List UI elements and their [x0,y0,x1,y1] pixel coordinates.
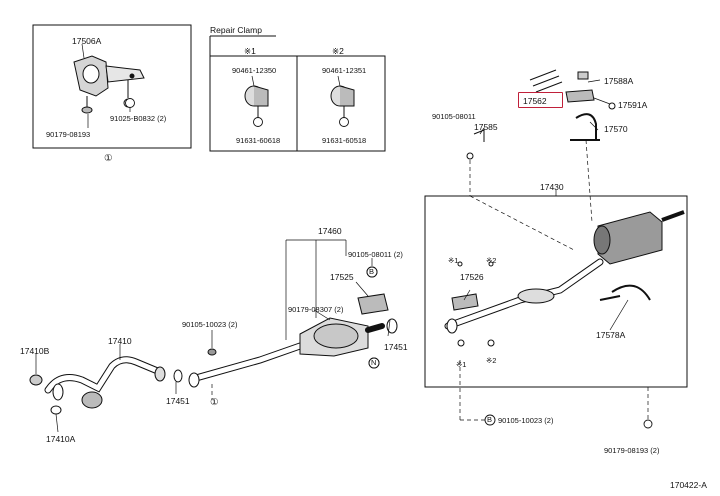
inset-box [32,24,192,149]
part-label-90105-10023-rear: 90105-10023 (2) [498,416,554,425]
part-label-17410a: 17410A [46,434,76,444]
repair-clamp-title: Repair Clamp [210,25,262,35]
part-label-17585: 17585 [474,122,498,132]
hanger-parts-17570 [466,69,616,160]
part-label-17562: 17562 [523,96,547,106]
repair-clamp-col2: ※2 [332,46,344,56]
front-pipe-17410 [29,356,183,415]
part-highlight-17562[interactable] [518,92,563,108]
part-label-17430: 17430 [540,182,564,192]
front-ref-1: ① [210,397,219,408]
part-label-17525: 17525 [330,272,354,282]
mark-n-center: N [371,358,377,367]
part-label-17410b: 17410B [20,346,50,356]
mark-b-rear: B [487,415,493,424]
part-label-91631-60518: 91631-60518 [322,136,367,145]
repair-clamp-col1: ※1 [244,46,256,56]
mark-s2b-rear: ※2 [486,356,497,365]
part-label-90105-08011-top: 90105-08011 [432,112,476,121]
part-label-90461-12350: 90461-12350 [232,66,277,75]
mark-s1b-rear: ※1 [456,360,467,369]
part-label-90179-08193: 90179-08193 [46,130,91,139]
part-label-17451-center: 17451 [384,342,408,352]
part-label-91631-60618: 91631-60618 [236,136,281,145]
mark-s1-rear: ※1 [448,256,459,265]
mark-b-center: B [369,267,375,276]
part-label-17570: 17570 [604,124,628,134]
part-label-17410: 17410 [108,336,132,346]
part-label-17588a: 17588A [604,76,634,86]
part-label-90179-08193-rear: 90179-08193 (2) [604,446,660,455]
part-label-17591a: 17591A [618,100,648,110]
repair-clamp-box-2 [296,55,386,152]
part-label-17578a: 17578A [596,330,626,340]
part-label-90461-12351: 90461-12351 [322,66,367,75]
part-label-90105-10023-front: 90105-10023 (2) [182,320,238,329]
part-label-90179-08307: 90179-08307 (2) [288,305,344,314]
diagram-code: 170422-A [670,480,707,490]
rear-muffler-17430 [444,210,685,347]
part-label-17506a: 17506A [72,36,102,46]
part-label-17526: 17526 [460,272,484,282]
part-label-17451-front: 17451 [166,396,190,406]
part-label-91025-b0832: 91025-B0832 (2) [110,114,167,123]
inset-ref-1: ① [104,153,113,164]
part-label-90105-08011-center: 90105-08011 (2) [348,250,403,259]
part-label-17460: 17460 [318,226,342,236]
mark-s2-rear: ※2 [486,256,497,265]
